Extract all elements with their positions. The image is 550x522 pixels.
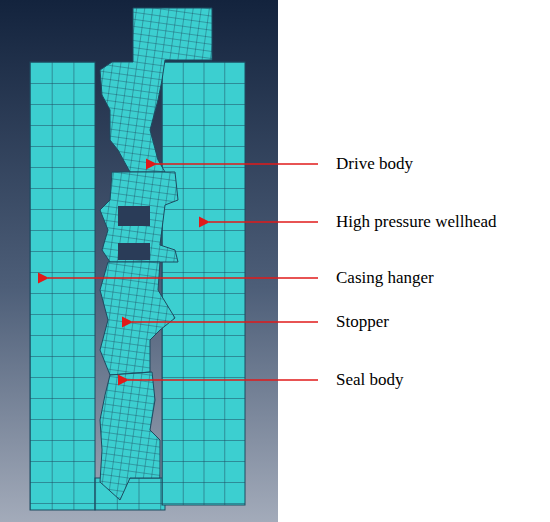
part-label: Casing hanger: [336, 268, 434, 288]
leader-arrow: [132, 321, 318, 323]
part-label: Stopper: [336, 312, 389, 332]
part-label: High pressure wellhead: [336, 212, 497, 232]
leader-arrow: [128, 379, 318, 381]
leader-arrow: [156, 163, 318, 165]
stopper-mesh: [100, 262, 175, 375]
part-label: Seal body: [336, 370, 404, 390]
cavity: [118, 206, 150, 226]
background-panel: [0, 0, 278, 522]
leader-arrow: [209, 221, 318, 223]
cavity: [118, 243, 150, 260]
part-label: Drive body: [336, 154, 413, 174]
leader-arrows: [48, 164, 318, 380]
leader-arrow: [48, 277, 318, 279]
drive-body-mesh: [100, 8, 212, 172]
seal-body-mesh: [100, 372, 160, 500]
wellhead-mesh: [162, 62, 245, 505]
ring-mesh: [100, 172, 178, 262]
